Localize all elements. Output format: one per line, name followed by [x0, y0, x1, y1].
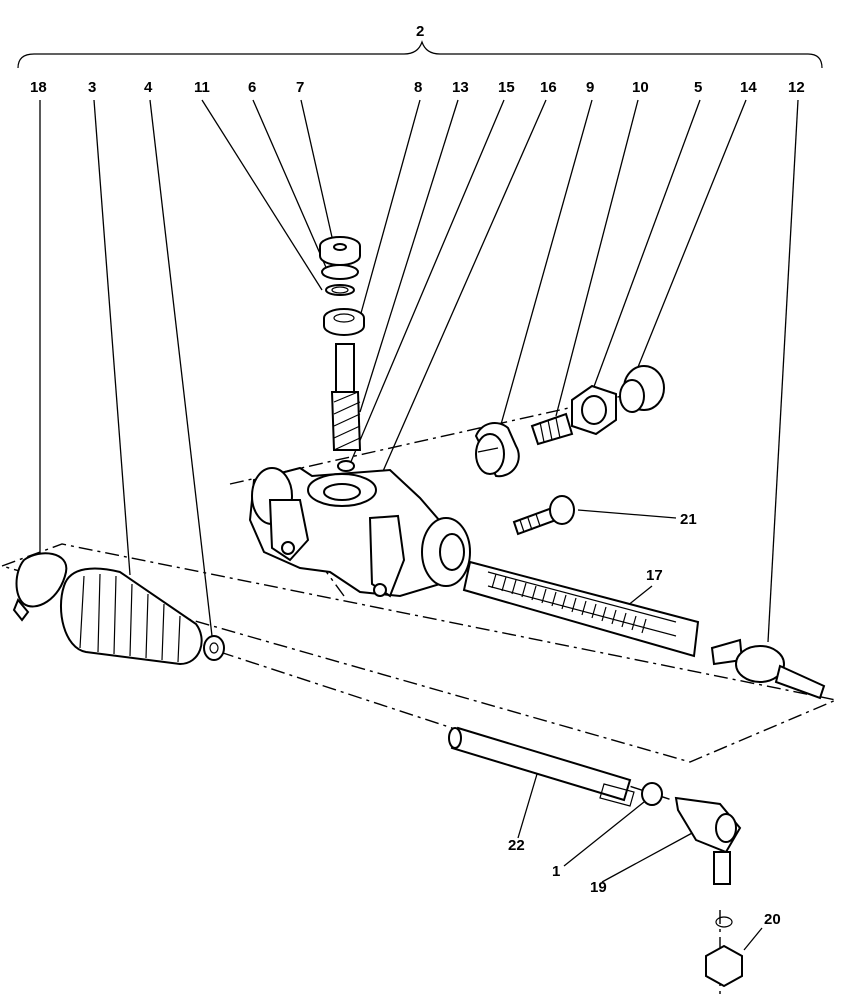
phantom-lines [1, 391, 839, 994]
rack [462, 560, 700, 658]
callout-14: 14 [740, 79, 757, 96]
callout-22: 22 [508, 837, 525, 854]
pinion-stack [319, 236, 365, 472]
callout-18: 18 [30, 79, 47, 96]
callout-4: 4 [144, 79, 153, 96]
callout-15: 15 [498, 79, 515, 96]
callout-10: 10 [632, 79, 649, 96]
tie-rod-assembly [448, 726, 743, 988]
callout-8: 8 [414, 79, 422, 96]
boot-and-clamp [12, 552, 225, 666]
callout-5: 5 [694, 79, 702, 96]
callout-11: 11 [194, 79, 210, 96]
callout-21: 21 [680, 511, 697, 528]
inner-tie-rod [710, 638, 826, 700]
callout-20: 20 [764, 911, 781, 928]
rack-yoke-parts [474, 365, 665, 478]
callout-6: 6 [248, 79, 256, 96]
callout-16: 16 [540, 79, 557, 96]
callout-12: 12 [788, 79, 805, 96]
assembly-brace [17, 40, 823, 69]
leader-lines [39, 99, 799, 951]
callout-3: 3 [88, 79, 96, 96]
callout-2: 2 [416, 23, 424, 40]
callout-17: 17 [646, 567, 663, 584]
callout-13: 13 [452, 79, 469, 96]
callout-1: 1 [552, 863, 560, 880]
callout-7: 7 [296, 79, 304, 96]
bolt [512, 495, 575, 536]
steering-gear-housing [248, 466, 471, 598]
callout-19: 19 [590, 879, 607, 896]
callout-9: 9 [586, 79, 594, 96]
